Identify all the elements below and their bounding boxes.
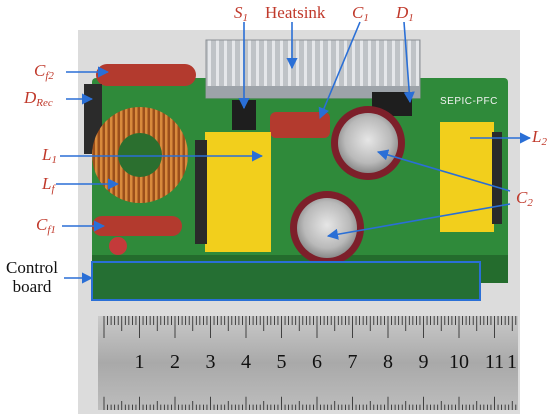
- label-control-board: Control board: [0, 258, 64, 296]
- ruler-number: 8: [383, 351, 393, 373]
- ruler-number: 10: [449, 351, 469, 373]
- ruler-number: 4: [241, 351, 251, 373]
- inductor-l1-core: [195, 140, 207, 244]
- inductor-l2-core: [492, 132, 502, 224]
- small-capacitor: [109, 237, 127, 255]
- inductor-l2: [440, 122, 494, 232]
- capacitor-cf1: [92, 216, 182, 236]
- ruler-number: 1: [507, 351, 517, 373]
- ruler-number: 5: [277, 351, 287, 373]
- capacitor-c1-top: [338, 113, 398, 173]
- label-c2: C2: [516, 188, 533, 209]
- label-control-line1: Control: [6, 258, 58, 277]
- arrow-d1: [403, 21, 415, 104]
- label-cf2: Cf2: [34, 61, 54, 82]
- ruler-ticks: [103, 316, 517, 410]
- label-c1: C1: [352, 3, 369, 24]
- arrow-c2-to-c1: [376, 149, 511, 192]
- label-d1: D1: [396, 3, 414, 24]
- ruler-number: 1: [135, 351, 145, 373]
- heatsink-bottom: [206, 86, 420, 98]
- ruler-number: 3: [206, 351, 216, 373]
- label-drec: DRec: [24, 88, 53, 109]
- label-cf1: Cf1: [36, 215, 56, 236]
- label-lf: Lf: [42, 174, 55, 195]
- capacitor-c1-film: [270, 112, 330, 138]
- arrow-c2-to-c2: [326, 203, 511, 240]
- ruler-number: 11: [485, 351, 504, 373]
- capacitor-cf2: [96, 64, 196, 86]
- arrow-c1: [318, 21, 361, 120]
- label-control-line2: board: [12, 277, 52, 296]
- ruler-number: 6: [312, 351, 322, 373]
- label-heatsink: Heatsink: [265, 3, 326, 22]
- label-l1: L1: [42, 145, 57, 166]
- toroid-lf-core: [118, 133, 162, 177]
- ruler-number: 9: [419, 351, 429, 373]
- ruler-number: 7: [348, 351, 358, 373]
- inductor-l1: [205, 132, 271, 252]
- label-l2: L2: [532, 127, 547, 148]
- control-board: [92, 262, 480, 300]
- ruler-number: 2: [170, 351, 180, 373]
- ruler: [98, 316, 518, 410]
- board-silkscreen-text: SEPIC-PFC: [440, 96, 498, 107]
- label-s1: S1: [234, 3, 248, 24]
- capacitor-c2-top: [297, 198, 357, 258]
